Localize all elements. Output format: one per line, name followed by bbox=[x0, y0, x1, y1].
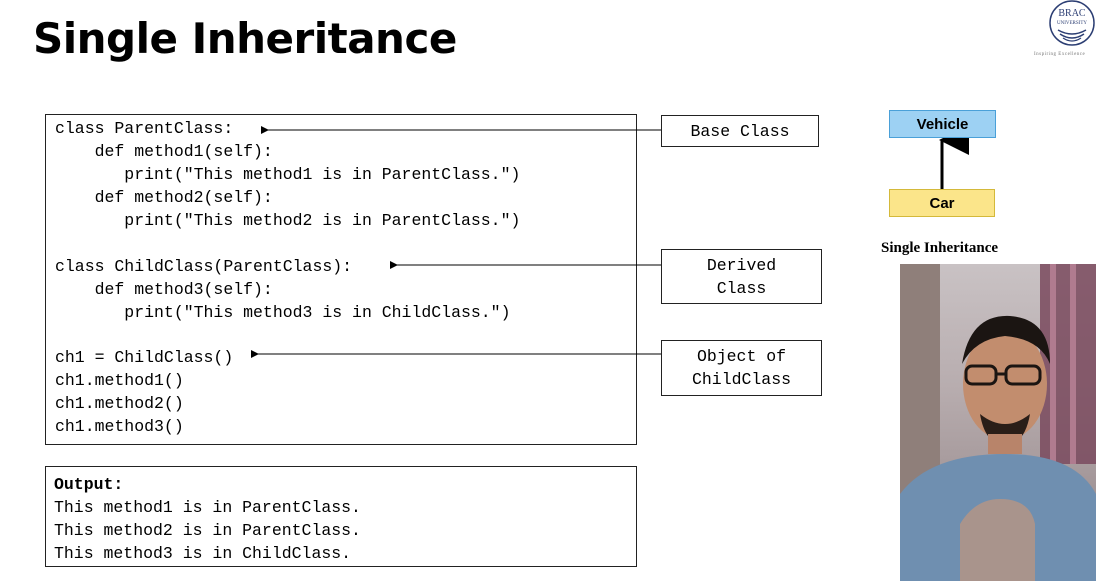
output-line: This method3 is in ChildClass. bbox=[54, 544, 352, 563]
car-box: Car bbox=[889, 189, 995, 217]
brac-university-logo-icon: BRAC UNIVERSITY bbox=[1049, 0, 1095, 46]
logo-tagline: Inspiring Excellence bbox=[1034, 52, 1086, 57]
vehicle-box: Vehicle bbox=[889, 110, 996, 138]
code-line: def method1(self): bbox=[55, 142, 273, 161]
diagram-caption: Single Inheritance bbox=[881, 240, 999, 256]
logo-text-2: UNIVERSITY bbox=[1057, 21, 1087, 26]
code-line: ch1 = ChildClass() bbox=[55, 348, 234, 367]
code-line: print("This method3 is in ChildClass.") bbox=[55, 303, 511, 322]
code-box bbox=[45, 114, 637, 445]
output-line: This method1 is in ParentClass. bbox=[54, 498, 361, 517]
code-line: class ParentClass: bbox=[55, 119, 234, 138]
object-of-childclass-label: Object of ChildClass bbox=[661, 340, 822, 396]
presenter-icon bbox=[900, 264, 1096, 581]
slide-title: Single Inheritance bbox=[33, 14, 457, 63]
output-box: Output: This method1 is in ParentClass. … bbox=[45, 466, 637, 567]
code-line: ch1.method1() bbox=[55, 371, 184, 390]
code-line: print("This method1 is in ParentClass.") bbox=[55, 165, 521, 184]
code-line: print("This method2 is in ParentClass.") bbox=[55, 211, 521, 230]
code-line: ch1.method3() bbox=[55, 417, 184, 436]
derived-class-label: Derived Class bbox=[661, 249, 822, 304]
code-line: class ChildClass(ParentClass): bbox=[55, 257, 353, 276]
logo-text-1: BRAC bbox=[1058, 8, 1086, 19]
base-class-label: Base Class bbox=[661, 115, 819, 147]
presenter-webcam-video bbox=[900, 264, 1096, 581]
code-line: ch1.method2() bbox=[55, 394, 184, 413]
code-line: def method2(self): bbox=[55, 188, 273, 207]
code-line: def method3(self): bbox=[55, 280, 273, 299]
output-line: This method2 is in ParentClass. bbox=[54, 521, 361, 540]
output-label: Output: bbox=[54, 475, 124, 494]
